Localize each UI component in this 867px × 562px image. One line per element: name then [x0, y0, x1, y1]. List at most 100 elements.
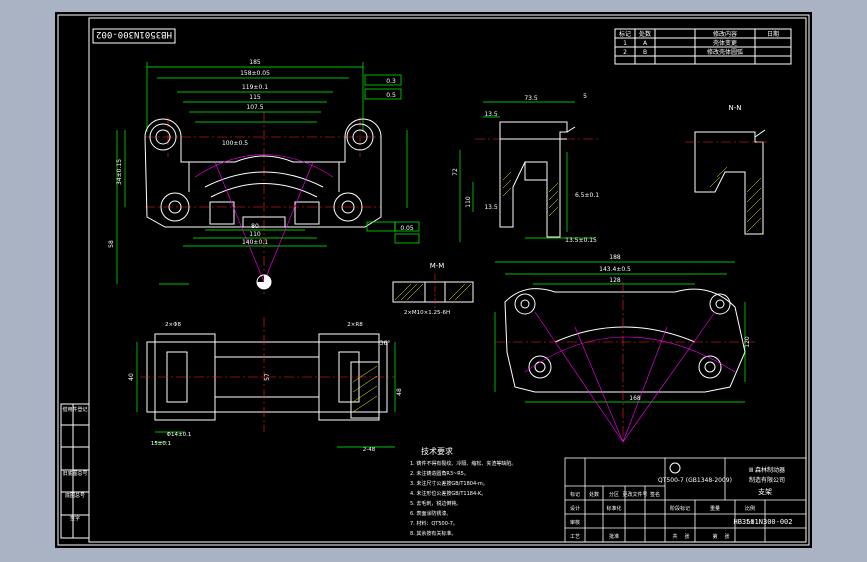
rev-r1c3: 壳体变更 — [713, 39, 737, 47]
dim-top-width: 185 — [249, 59, 261, 66]
dim-bot5: 2-48 — [363, 447, 376, 453]
tb-r2c5: 阶段标记 — [670, 505, 690, 512]
dim-b128: 128 — [609, 277, 621, 284]
tb-r4c3: 批准 — [609, 533, 619, 540]
dim-d5: 100±0.5 — [222, 140, 248, 147]
dim-sm4: 120 — [744, 336, 751, 348]
inner-frame — [88, 17, 807, 543]
dim-r7: 13.5±0.15 — [565, 237, 597, 244]
tb-r4c5: 共 — [672, 533, 677, 540]
dim-d4: 107.5 — [246, 104, 263, 111]
tb-r2c7: 比例 — [745, 505, 755, 512]
company-line1: Ⅲ 森林制动器 — [749, 466, 785, 474]
tech-req-title: 技术要求 — [421, 446, 453, 456]
rev-r2c1: 2 — [623, 49, 627, 56]
tb-r4c8: 张 — [724, 533, 729, 540]
side-view — [459, 101, 600, 242]
side-label-4: 签字 — [70, 515, 80, 522]
dim-r4: 72 — [452, 168, 459, 176]
dim-bot3: Φ14±0.1 — [167, 432, 192, 438]
rev-h1: 标记 — [619, 30, 631, 38]
tb-r4c6: 张 — [684, 533, 689, 540]
dim-left1: 34±0.15 — [116, 159, 123, 185]
tb-r3c7: 1:1 — [746, 520, 754, 526]
gdt-f1: 0.3 — [386, 78, 396, 85]
rev-h3: 修改内容 — [713, 30, 737, 38]
spec-text: QT500-7 (GB1348-2009) — [658, 477, 732, 484]
company-logo — [669, 462, 681, 474]
tb-r1c1: 标记 — [570, 491, 580, 498]
section-mm-label: M-M — [430, 262, 445, 270]
tech-req-8: 8. 其余按有关标准。 — [410, 530, 456, 537]
tech-req-7: 7. 材料：QT500-7。 — [410, 520, 458, 527]
dim-r2: 5 — [583, 93, 587, 100]
side-label-3: 底图总号 — [65, 492, 85, 499]
side-label-2: 旧底图总号 — [62, 470, 87, 477]
dim-b3: 140±0.1 — [242, 239, 268, 246]
dim-b1: 80 — [251, 223, 259, 230]
dim-nm1: 2×M10×1.25-6H — [404, 310, 450, 316]
dim-d3: 115 — [249, 94, 261, 101]
dim-d1: 158±0.05 — [240, 70, 270, 77]
rev-r2c2: B — [643, 49, 647, 56]
section-mm — [392, 274, 474, 310]
cad-drawing: HB3501N300-002 标记 处数 修改内容 日期 1 A 壳体变更 2 … — [57, 14, 810, 546]
rev-r1c1: 1 — [623, 40, 627, 47]
dim-sm1: 40 — [128, 373, 135, 381]
dim-sm2: 57 — [264, 373, 271, 381]
tech-req-5: 5. 去毛刺，锐边倒钝。 — [410, 500, 461, 507]
gdt-frames — [364, 74, 420, 244]
dim-b2: 110 — [249, 231, 261, 238]
dim-left2: 58 — [108, 240, 115, 248]
tb-r1c4: 更改文件号 — [622, 491, 647, 498]
side-registry-table — [60, 403, 90, 539]
gdt-f2: 0.5 — [386, 92, 396, 99]
rev-h2: 处数 — [639, 30, 651, 38]
dim-bot1: 2×Φ8 — [165, 322, 181, 328]
tb-r2c3: 标准化 — [606, 505, 621, 512]
tb-r1c2: 处数 — [589, 491, 599, 498]
tb-r4c7: 第 — [712, 533, 717, 540]
dim-r1: 73.5 — [524, 95, 538, 102]
dim-r3: 13.5 — [484, 111, 498, 118]
dim-bot4: 15±0.1 — [151, 441, 171, 447]
dim-b168: 168 — [629, 395, 641, 402]
rev-r1c2: A — [643, 40, 648, 47]
rev-r2c3: 修改壳体圆弧 — [707, 48, 743, 56]
dim-btotal: 188 — [609, 254, 621, 261]
side-label-1: 借用件登记 — [62, 406, 87, 413]
bottom-view — [494, 261, 755, 443]
dim-r5: 110 — [465, 196, 472, 208]
dim-r8: 6.5±0.1 — [575, 192, 599, 199]
dim-r6: 13.5 — [484, 204, 498, 211]
revision-table — [614, 28, 792, 65]
mirrored-drawing-number: HB3501N300-002 — [92, 28, 176, 44]
outer-frame — [57, 14, 810, 546]
tech-req-1: 1. 铸件不得有裂纹、冷隔、缩松、夹渣等缺陷。 — [410, 460, 516, 467]
tb-r2c6: 重量 — [710, 505, 720, 512]
part-name: 支架 — [758, 487, 772, 496]
dim-b143: 143.4±0.5 — [599, 266, 631, 273]
tb-r1c5: 签名 — [650, 491, 660, 498]
company-line2: 制造有限公司 — [749, 476, 785, 484]
drawing-id: HB3501N300-002 — [733, 518, 792, 526]
tb-r3c1: 审核 — [570, 519, 580, 526]
plan-view — [136, 317, 396, 448]
tech-req-6: 6. 表面涂防锈漆。 — [410, 510, 451, 517]
section-nn — [685, 129, 770, 235]
tb-r4c1: 工艺 — [570, 534, 580, 540]
tb-r2c1: 设计 — [570, 505, 580, 512]
dim-bot2: 2×R8 — [347, 322, 363, 328]
front-view — [116, 62, 408, 294]
dim-angle: 36° — [380, 340, 391, 347]
tech-req-3: 3. 未注尺寸公差按GB/T1804-m。 — [410, 480, 488, 487]
rev-h4: 日期 — [767, 30, 779, 38]
drawing-sheet: HB3501N300-002 标记 处数 修改内容 日期 1 A 壳体变更 2 … — [55, 12, 812, 548]
section-nn-label: N-N — [729, 104, 742, 112]
tb-r1c3: 分区 — [609, 491, 619, 498]
dim-d2: 119±0.1 — [242, 84, 268, 91]
tech-req-4: 4. 未注形位公差按GB/T1184-K。 — [410, 490, 486, 497]
tech-req-2: 2. 未注铸造圆角R3~R5。 — [410, 470, 469, 477]
title-block — [564, 457, 807, 543]
dim-sm3: 48 — [396, 388, 403, 396]
